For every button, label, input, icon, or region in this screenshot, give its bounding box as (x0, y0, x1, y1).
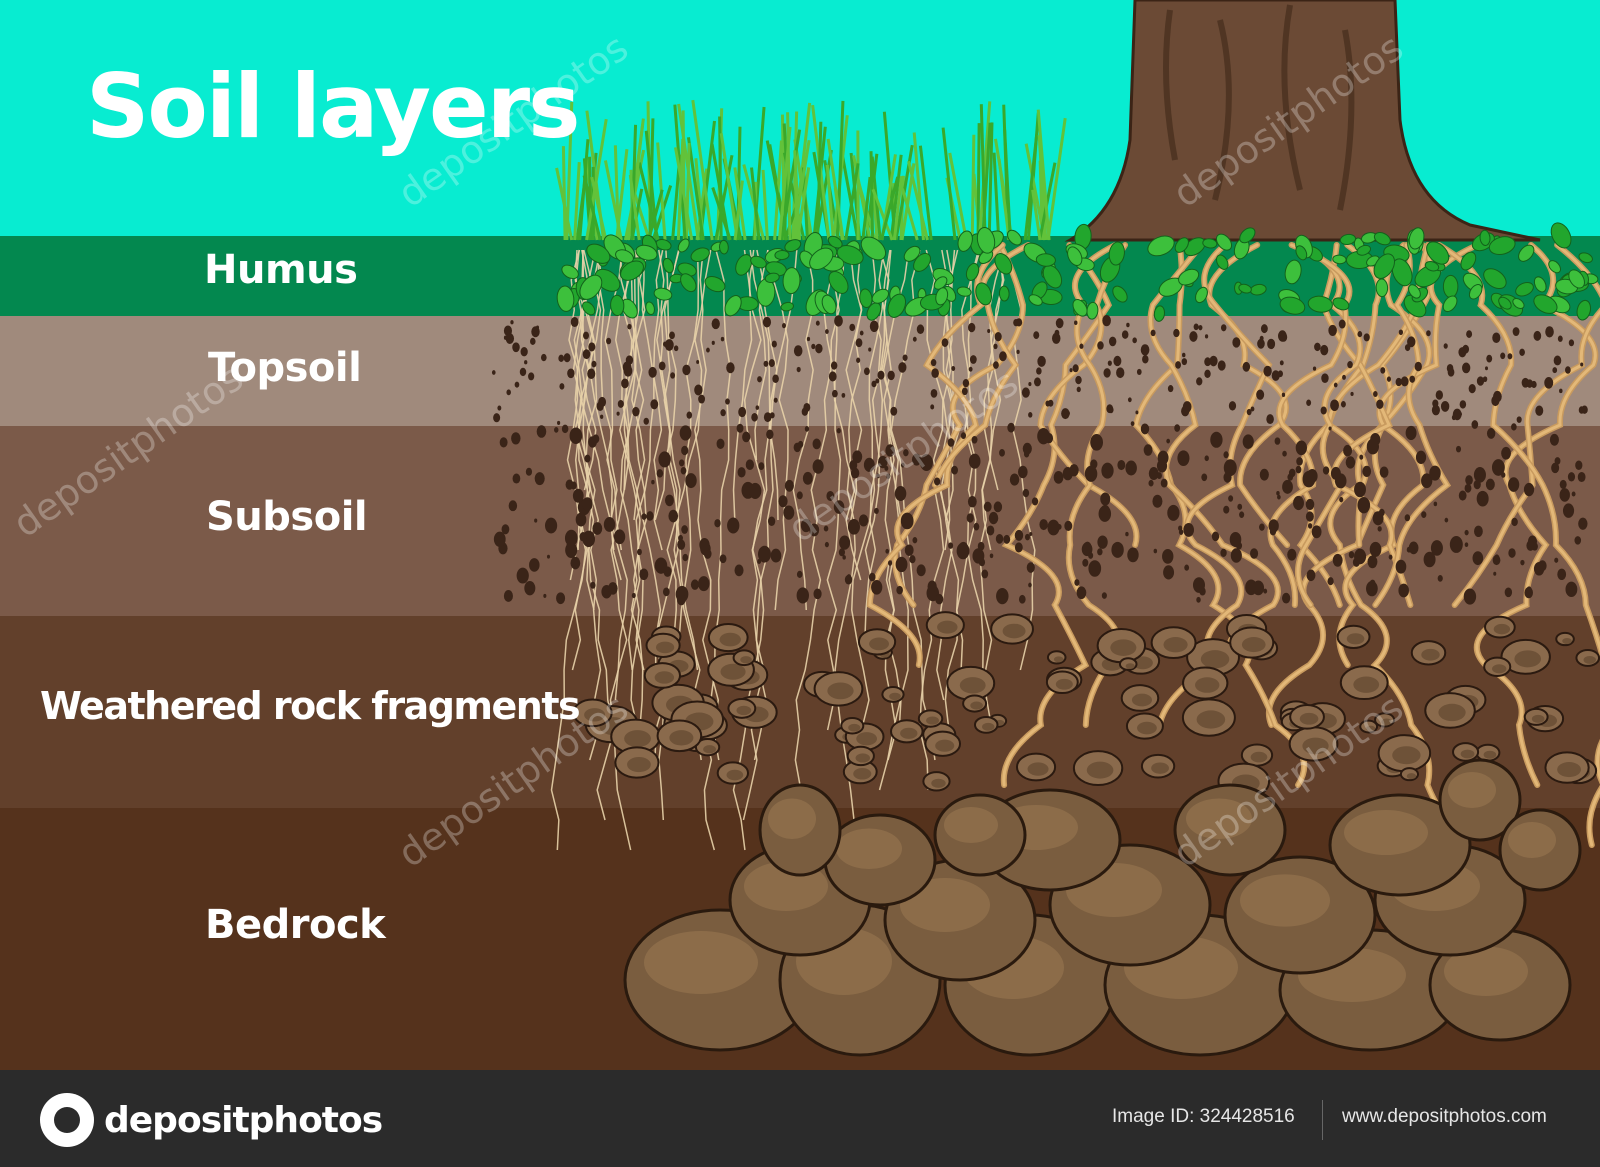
diagram-title: Soil layers (86, 55, 580, 158)
rock-fragments (572, 611, 1600, 801)
label-topsoil: Topsoil (208, 345, 362, 391)
soil-particles (491, 315, 1588, 606)
bedrock-boulders (623, 758, 1582, 1057)
tree-roots (550, 242, 1600, 851)
label-bedrock: Bedrock (205, 902, 386, 948)
footer-divider (1322, 1100, 1323, 1140)
ground-cover-leaves (556, 222, 1599, 322)
tree-trunk (1064, 0, 1541, 242)
grass-tuft (555, 99, 1067, 241)
brand-logo[interactable]: depositphotos (40, 1092, 383, 1148)
camera-icon (40, 1093, 94, 1147)
soil-illustration (0, 0, 1600, 1070)
brand-name: depositphotos (104, 1099, 383, 1141)
trunk-bark-lines (1163, 4, 1355, 211)
label-weathered-rock-fragments: Weathered rock fragments (40, 684, 581, 728)
label-subsoil: Subsoil (206, 494, 368, 540)
footer-bar: depositphotos Image ID: 324428516 www.de… (0, 1070, 1600, 1167)
site-url[interactable]: www.depositphotos.com (1342, 1106, 1547, 1127)
label-humus: Humus (204, 247, 358, 293)
image-id: Image ID: 324428516 (1112, 1106, 1295, 1127)
soil-diagram: Soil layers Humus Topsoil Subsoil Weathe… (0, 0, 1600, 1070)
